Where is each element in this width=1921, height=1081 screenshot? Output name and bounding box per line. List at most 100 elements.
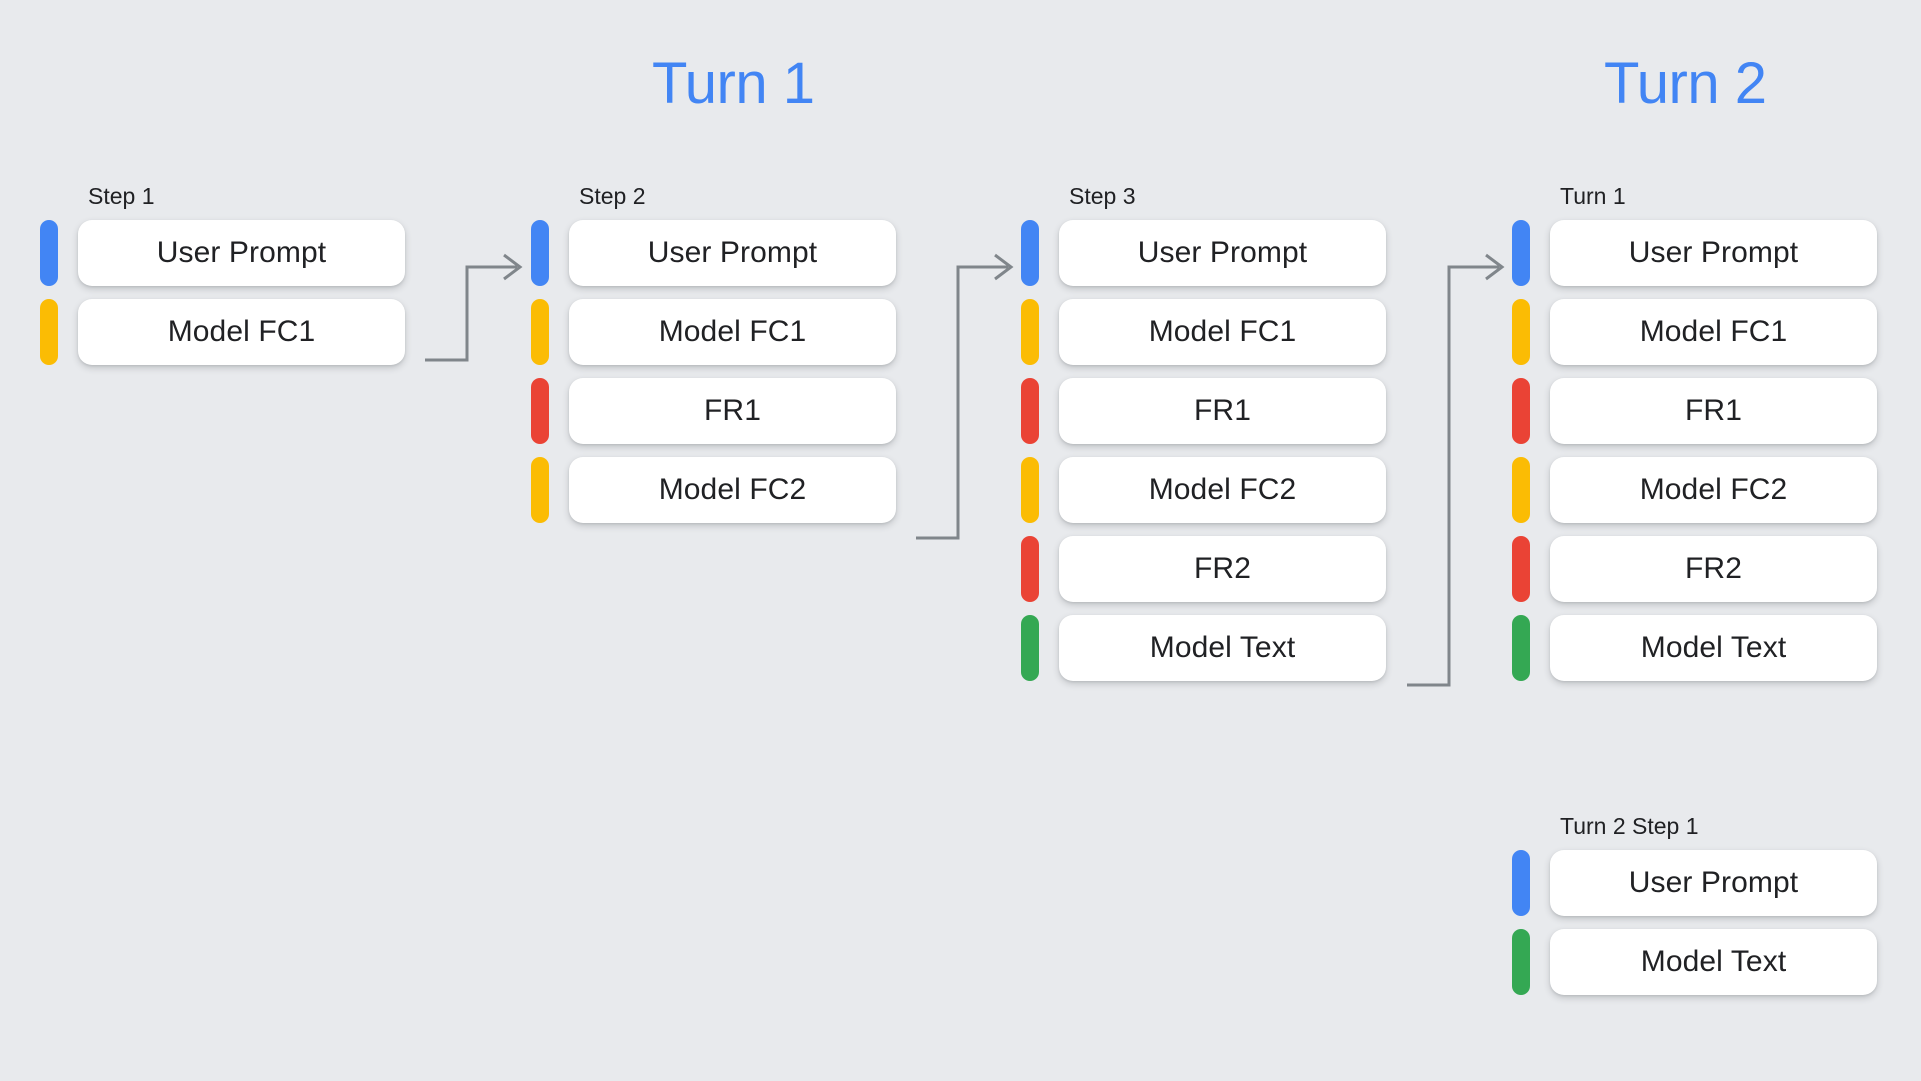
row-model-fc1[interactable]: Model FC1	[1512, 299, 1877, 365]
row-label: Model FC1	[167, 315, 316, 348]
row-card[interactable]: User Prompt	[569, 220, 896, 286]
row-model-text[interactable]: Model Text	[1512, 929, 1877, 995]
row-card[interactable]: Model FC2	[1550, 457, 1877, 523]
column-rows: User Prompt Model FC1	[40, 220, 405, 365]
row-card[interactable]: Model Text	[1550, 615, 1877, 681]
column-rows: User Prompt Model Text	[1512, 850, 1877, 995]
connector-line	[1407, 265, 1499, 687]
row-label: Model FC2	[658, 473, 807, 506]
row-label: User Prompt	[1137, 236, 1308, 269]
row-fr1[interactable]: FR1	[1021, 378, 1386, 444]
row-model-fc2[interactable]: Model FC2	[531, 457, 896, 523]
row-model-text[interactable]: Model Text	[1021, 615, 1386, 681]
row-fr1[interactable]: FR1	[1512, 378, 1877, 444]
row-model-fc1[interactable]: Model FC1	[40, 299, 405, 365]
row-card[interactable]: FR1	[569, 378, 896, 444]
row-user-prompt[interactable]: User Prompt	[1512, 850, 1877, 916]
row-color-bar-green-icon	[1512, 615, 1530, 681]
row-user-prompt[interactable]: User Prompt	[1512, 220, 1877, 286]
row-label: Model Text	[1149, 631, 1296, 664]
row-label: User Prompt	[647, 236, 818, 269]
column-label-turn-1: Turn 1	[1560, 183, 1626, 209]
row-card[interactable]: User Prompt	[1550, 220, 1877, 286]
row-color-bar-yellow-icon	[40, 299, 58, 365]
row-label: FR1	[704, 394, 761, 427]
row-model-fc2[interactable]: Model FC2	[1512, 457, 1877, 523]
row-card[interactable]: FR2	[1550, 536, 1877, 602]
row-user-prompt[interactable]: User Prompt	[531, 220, 896, 286]
row-label: Model Text	[1640, 631, 1787, 664]
row-color-bar-yellow-icon	[1021, 299, 1039, 365]
row-label: FR2	[1685, 552, 1742, 585]
row-color-bar-red-icon	[531, 378, 549, 444]
column-label-step-3: Step 3	[1069, 183, 1136, 209]
column-rows: User Prompt Model FC1 FR1 Model FC2	[1021, 220, 1386, 681]
row-label: Model Text	[1640, 945, 1787, 978]
row-label: FR1	[1685, 394, 1742, 427]
row-card[interactable]: User Prompt	[1059, 220, 1386, 286]
turn-1-heading: Turn 1	[652, 51, 815, 116]
row-fr2[interactable]: FR2	[1512, 536, 1877, 602]
column-rows: User Prompt Model FC1 FR1 Model FC2	[531, 220, 896, 523]
turn-2-heading: Turn 2	[1604, 51, 1767, 116]
row-card[interactable]: Model FC1	[1550, 299, 1877, 365]
column-step-3: Step 3 User Prompt Model FC1 FR1	[1021, 185, 1386, 694]
row-label: Model FC1	[658, 315, 807, 348]
column-turn-2-step-1: Turn 2 Step 1 User Prompt Model Text	[1512, 815, 1877, 1008]
row-card[interactable]: FR1	[1550, 378, 1877, 444]
column-step-1: Step 1 User Prompt Model FC1	[40, 185, 405, 378]
column-label-step-1: Step 1	[88, 183, 155, 209]
row-color-bar-yellow-icon	[1512, 299, 1530, 365]
row-label: User Prompt	[156, 236, 327, 269]
row-color-bar-red-icon	[1021, 378, 1039, 444]
row-color-bar-green-icon	[1512, 929, 1530, 995]
row-model-fc2[interactable]: Model FC2	[1021, 457, 1386, 523]
row-card[interactable]: Model FC1	[1059, 299, 1386, 365]
row-label: Model FC1	[1639, 315, 1788, 348]
row-color-bar-red-icon	[1512, 536, 1530, 602]
row-card[interactable]: Model Text	[1550, 929, 1877, 995]
row-label: Model FC1	[1148, 315, 1297, 348]
arrowhead-icon	[503, 253, 523, 281]
connector-line	[916, 265, 1008, 540]
connector-step2-to-step3	[916, 253, 1014, 540]
connector-line	[425, 265, 517, 362]
row-color-bar-red-icon	[1512, 378, 1530, 444]
row-color-bar-yellow-icon	[1021, 457, 1039, 523]
row-label: FR1	[1194, 394, 1251, 427]
row-fr1[interactable]: FR1	[531, 378, 896, 444]
column-step-2: Step 2 User Prompt Model FC1 FR1	[531, 185, 896, 536]
row-label: Model FC2	[1148, 473, 1297, 506]
row-color-bar-blue-icon	[1512, 850, 1530, 916]
row-model-fc1[interactable]: Model FC1	[531, 299, 896, 365]
row-color-bar-blue-icon	[1512, 220, 1530, 286]
row-color-bar-green-icon	[1021, 615, 1039, 681]
column-rows: User Prompt Model FC1 FR1 Model FC2	[1512, 220, 1877, 681]
row-fr2[interactable]: FR2	[1021, 536, 1386, 602]
row-card[interactable]: User Prompt	[78, 220, 405, 286]
row-card[interactable]: FR1	[1059, 378, 1386, 444]
row-color-bar-yellow-icon	[531, 299, 549, 365]
row-card[interactable]: Model FC1	[78, 299, 405, 365]
row-color-bar-yellow-icon	[1512, 457, 1530, 523]
row-model-fc1[interactable]: Model FC1	[1021, 299, 1386, 365]
row-label: Model FC2	[1639, 473, 1788, 506]
connector-step3-to-turn1	[1407, 253, 1505, 687]
row-color-bar-blue-icon	[531, 220, 549, 286]
row-label: User Prompt	[1628, 866, 1799, 899]
row-card[interactable]: Model FC2	[1059, 457, 1386, 523]
row-user-prompt[interactable]: User Prompt	[1021, 220, 1386, 286]
row-card[interactable]: Model Text	[1059, 615, 1386, 681]
row-card[interactable]: User Prompt	[1550, 850, 1877, 916]
row-label: FR2	[1194, 552, 1251, 585]
arrowhead-icon	[994, 253, 1014, 281]
row-model-text[interactable]: Model Text	[1512, 615, 1877, 681]
row-card[interactable]: FR2	[1059, 536, 1386, 602]
row-color-bar-red-icon	[1021, 536, 1039, 602]
row-card[interactable]: Model FC2	[569, 457, 896, 523]
row-color-bar-blue-icon	[1021, 220, 1039, 286]
row-label: User Prompt	[1628, 236, 1799, 269]
row-user-prompt[interactable]: User Prompt	[40, 220, 405, 286]
row-card[interactable]: Model FC1	[569, 299, 896, 365]
